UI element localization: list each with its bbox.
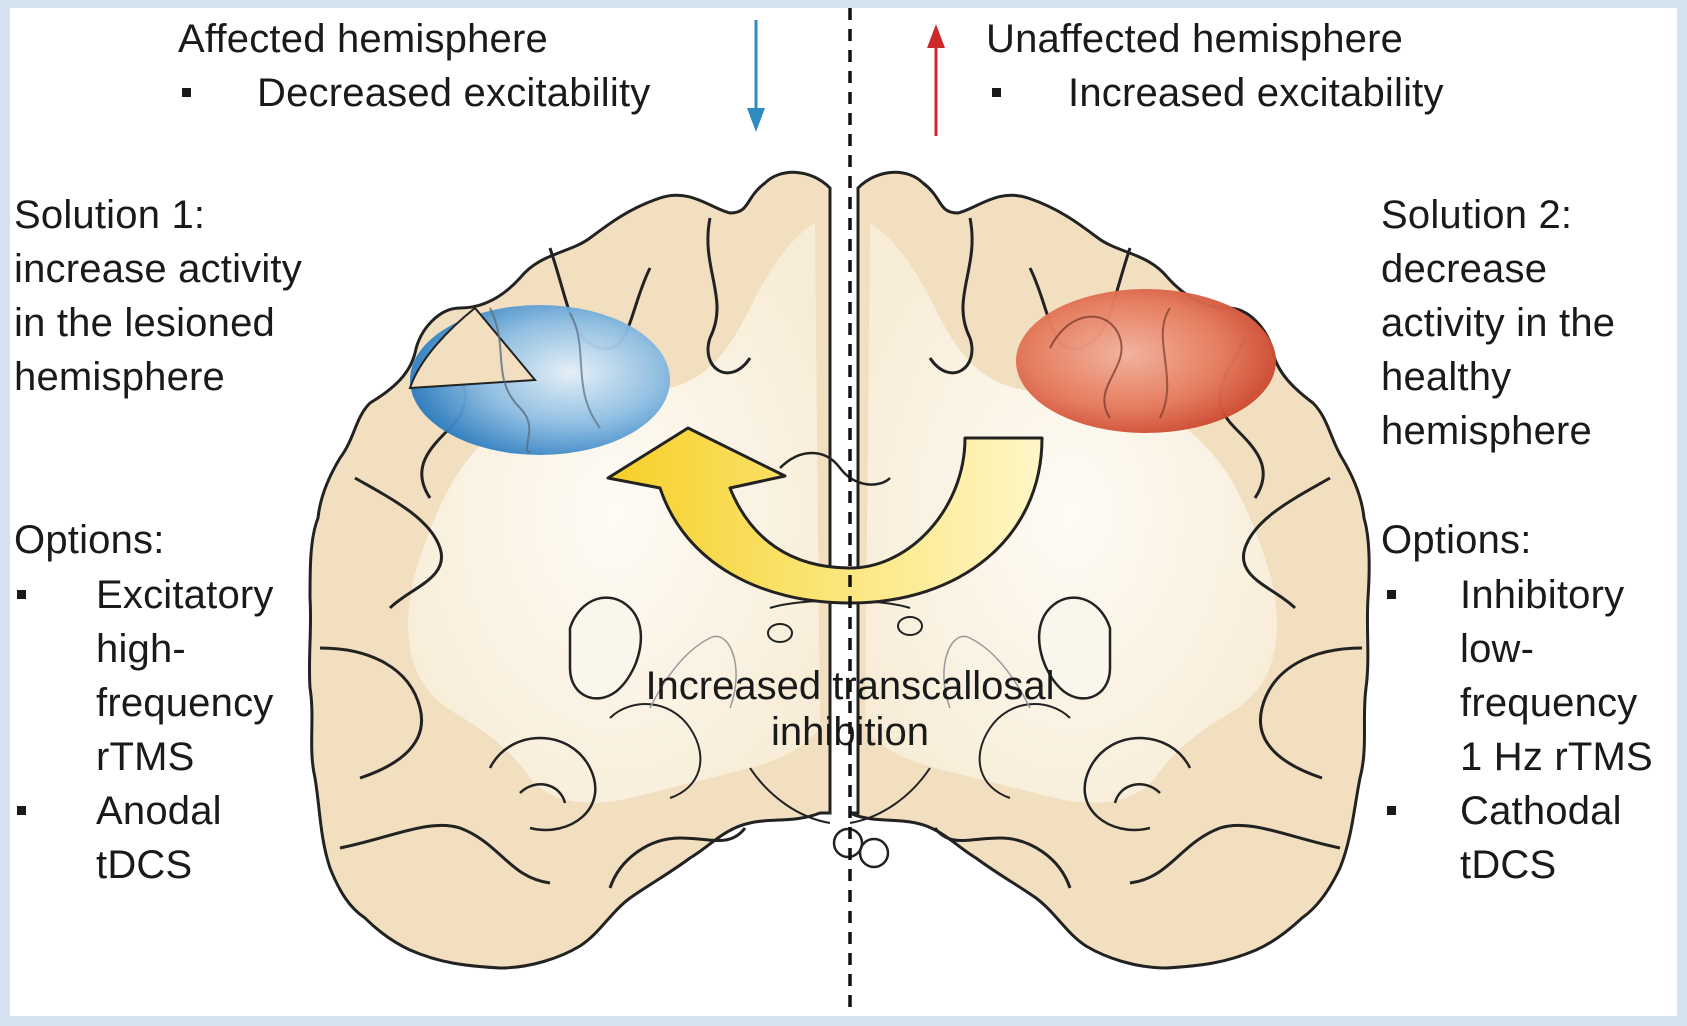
right-option1-line3: frequency [1460, 676, 1637, 730]
right-option1-line4: 1 Hz rTMS [1460, 730, 1653, 784]
bullet [992, 88, 1001, 97]
solution1-line4: hemisphere [14, 350, 225, 404]
unaffected-hemisphere-title: Unaffected hemisphere [986, 12, 1403, 66]
solution2-line3: activity in the [1381, 296, 1615, 350]
figure-frame: Affected hemisphere Decreased excitabili… [10, 8, 1677, 1016]
bullet [17, 590, 26, 599]
solution1-line1: Solution 1: [14, 188, 205, 242]
left-options-heading: Options: [14, 513, 165, 567]
solution1-line3: in the lesioned [14, 296, 275, 350]
right-option2-line2: tDCS [1460, 838, 1556, 892]
brain-coronal-diagram [10, 8, 1677, 1016]
transcallosal-label-line2: inhibition [580, 709, 1120, 755]
left-option1-line1: Excitatory [96, 568, 274, 622]
left-option2-line1: Anodal [96, 784, 222, 838]
unaffected-hemisphere-bullet: Increased excitability [1068, 66, 1444, 120]
solution2-line2: decrease [1381, 242, 1547, 296]
affected-hemisphere-title: Affected hemisphere [178, 12, 548, 66]
bullet [182, 88, 191, 97]
lesioned-region [410, 305, 670, 455]
arrow-up-icon [927, 24, 945, 136]
transcallosal-label: Increased transcallosal inhibition [580, 663, 1120, 755]
bullet [17, 806, 26, 815]
right-options-heading: Options: [1381, 513, 1532, 567]
left-option1-line3: frequency [96, 676, 273, 730]
arrow-down-icon [747, 20, 765, 132]
left-option2-line2: tDCS [96, 838, 192, 892]
bullet [1387, 590, 1396, 599]
solution2-line1: Solution 2: [1381, 188, 1572, 242]
solution2-line4: healthy [1381, 350, 1511, 404]
transcallosal-label-line1: Increased transcallosal [580, 663, 1120, 709]
right-option2-line1: Cathodal [1460, 784, 1622, 838]
left-option1-line2: high- [96, 622, 186, 676]
solution2-line5: hemisphere [1381, 404, 1592, 458]
left-option1-line4: rTMS [96, 730, 195, 784]
solution1-line2: increase activity [14, 242, 302, 296]
right-option1-line2: low- [1460, 622, 1534, 676]
overactive-region [1016, 289, 1276, 433]
right-option1-line1: Inhibitory [1460, 568, 1624, 622]
affected-hemisphere-bullet: Decreased excitability [257, 66, 650, 120]
bullet [1387, 806, 1396, 815]
